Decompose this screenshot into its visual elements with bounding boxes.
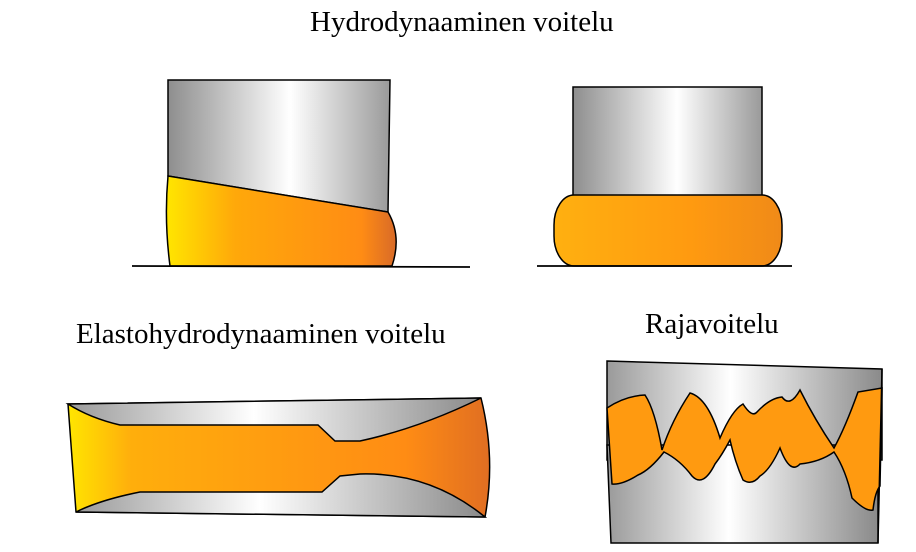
elastohydrodynamic-title: Elastohydrodynaaminen voitelu: [76, 318, 446, 350]
hydrodynamic-tilted-figure: [131, 79, 471, 268]
elastohydrodynamic-figure: [65, 397, 491, 518]
ehd-upper-surface: [65, 397, 482, 442]
boundary-right-edge: [877, 368, 883, 544]
boundary-oil-layer: [606, 387, 883, 511]
parallel-block: [572, 86, 763, 198]
ehd-lower-surface: [75, 473, 488, 518]
hydrodynamic-parallel-figure: [537, 86, 792, 267]
hydrodynamic-title: Hydrodynaaminen voitelu: [310, 6, 614, 38]
parallel-oil-film: [553, 194, 783, 267]
ground-line-left: [131, 265, 471, 268]
boundary-lubrication-figure: [606, 360, 883, 544]
boundary-title: Rajavoitelu: [645, 308, 779, 340]
